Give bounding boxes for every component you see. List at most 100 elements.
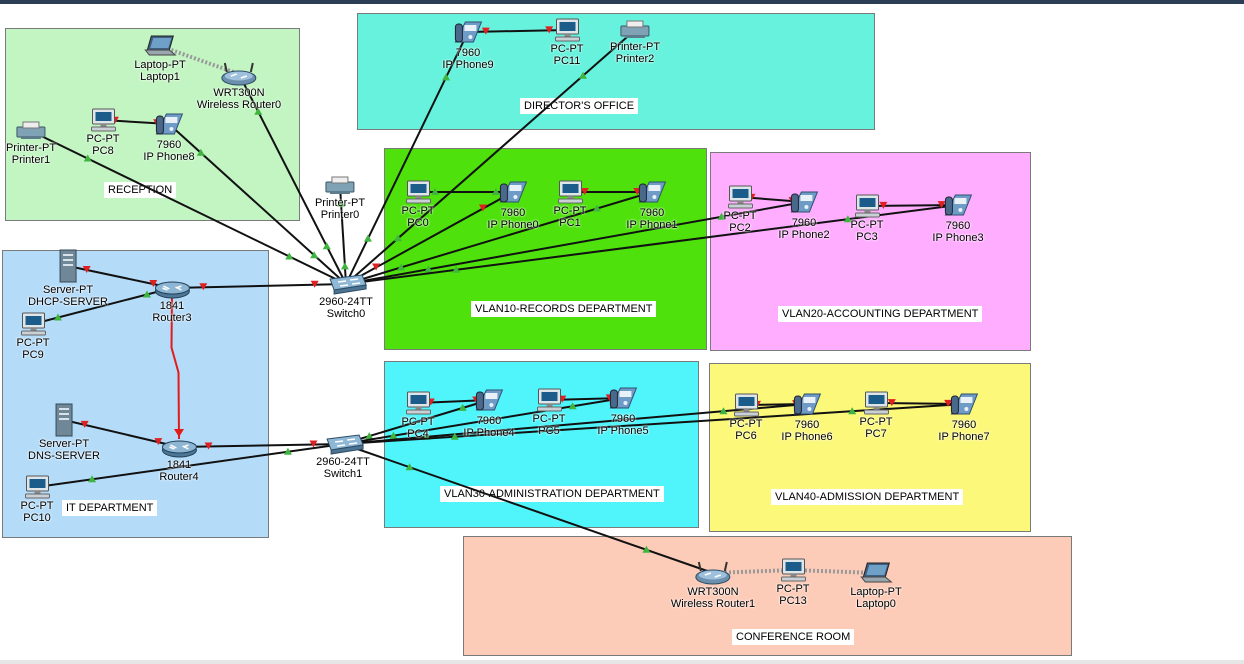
link-router4-switch1[interactable] [178, 440, 344, 450]
laptop-icon [850, 561, 901, 585]
link-switch1-pc10[interactable] [36, 443, 344, 488]
device-name-label: Printer0 [320, 209, 360, 221]
link-switch0-router3[interactable] [171, 280, 347, 291]
link-switch0-wrouter0[interactable] [238, 73, 347, 285]
wireless-router-icon [197, 62, 281, 86]
link-switch0-ipphone3[interactable] [345, 204, 959, 285]
link-switch1-ipphone4[interactable] [342, 399, 490, 445]
device-name-label: Laptop0 [856, 598, 896, 610]
link-switch0-printer0[interactable] [337, 185, 349, 285]
link-switch0-ipphone1[interactable] [345, 191, 653, 285]
link-switch1-ipphone7[interactable] [342, 403, 965, 445]
link-down-marker [545, 26, 554, 34]
device-model-label: 2960-24TT [319, 296, 373, 308]
ip-phone-icon [932, 191, 983, 219]
link-switch0-ipphone8[interactable] [168, 123, 347, 285]
switch-icon [316, 433, 370, 455]
link-pc7-ipphone7[interactable] [875, 399, 965, 407]
link-switch0-printer2[interactable] [345, 29, 636, 285]
link-up-marker [397, 263, 406, 271]
zone-label-reception: RECEPTION [104, 182, 177, 198]
link-switch0-ipphone9[interactable] [345, 31, 469, 285]
device-name-label: PC11 [553, 55, 581, 67]
printer-icon [6, 121, 56, 141]
device-model-label: 7960 [610, 413, 636, 425]
wireless-link [792, 568, 877, 575]
device-name-label: Wireless Router1 [670, 598, 756, 610]
device-name-label: IP Phone5 [597, 425, 649, 437]
link-down-marker [204, 442, 213, 450]
device-model-label: PC-PT [401, 205, 435, 217]
link-switch0-ipphone0[interactable] [345, 191, 514, 285]
link-up-marker [642, 545, 651, 553]
device-name-label: Wireless Router0 [196, 99, 282, 111]
link-pc0-ipphone0[interactable] [418, 188, 513, 195]
link-pc13-laptop0[interactable] [792, 568, 877, 575]
link-switch0-printer1[interactable] [30, 130, 347, 285]
device-name-label: Router3 [152, 312, 192, 324]
link-ipphone9-pc11[interactable] [467, 26, 568, 35]
device-model-label: PC-PT [532, 413, 566, 425]
link-switch1-wrouter1[interactable] [342, 443, 714, 574]
link-router3-pc9[interactable] [32, 287, 173, 325]
copper-cable [171, 283, 347, 289]
link-switch1-ipphone5[interactable] [342, 397, 624, 445]
link-switch0-ipphone2[interactable] [345, 201, 805, 285]
device-model-label: Laptop-PT [850, 586, 902, 598]
link-dns-router4[interactable] [63, 419, 180, 448]
link-down-marker [82, 265, 91, 273]
device-model-label: Printer-PT [314, 197, 366, 209]
link-up-marker [431, 188, 440, 195]
device-name-label: PC3 [856, 231, 878, 243]
device-name-label: PC4 [407, 428, 429, 440]
link-down-marker [481, 27, 490, 35]
link-pc3-ipphone3[interactable] [866, 201, 959, 209]
link-dhcp-router3[interactable] [67, 265, 173, 289]
device-name-label: DNS-SERVER [28, 450, 100, 462]
pc-icon [554, 180, 587, 204]
link-router3-router4[interactable] [170, 295, 185, 440]
link-up-marker [337, 199, 346, 207]
ip-phone-icon [626, 178, 677, 206]
link-down-marker [944, 399, 953, 407]
ip-phone-icon [463, 386, 514, 414]
link-up-marker [843, 215, 852, 223]
